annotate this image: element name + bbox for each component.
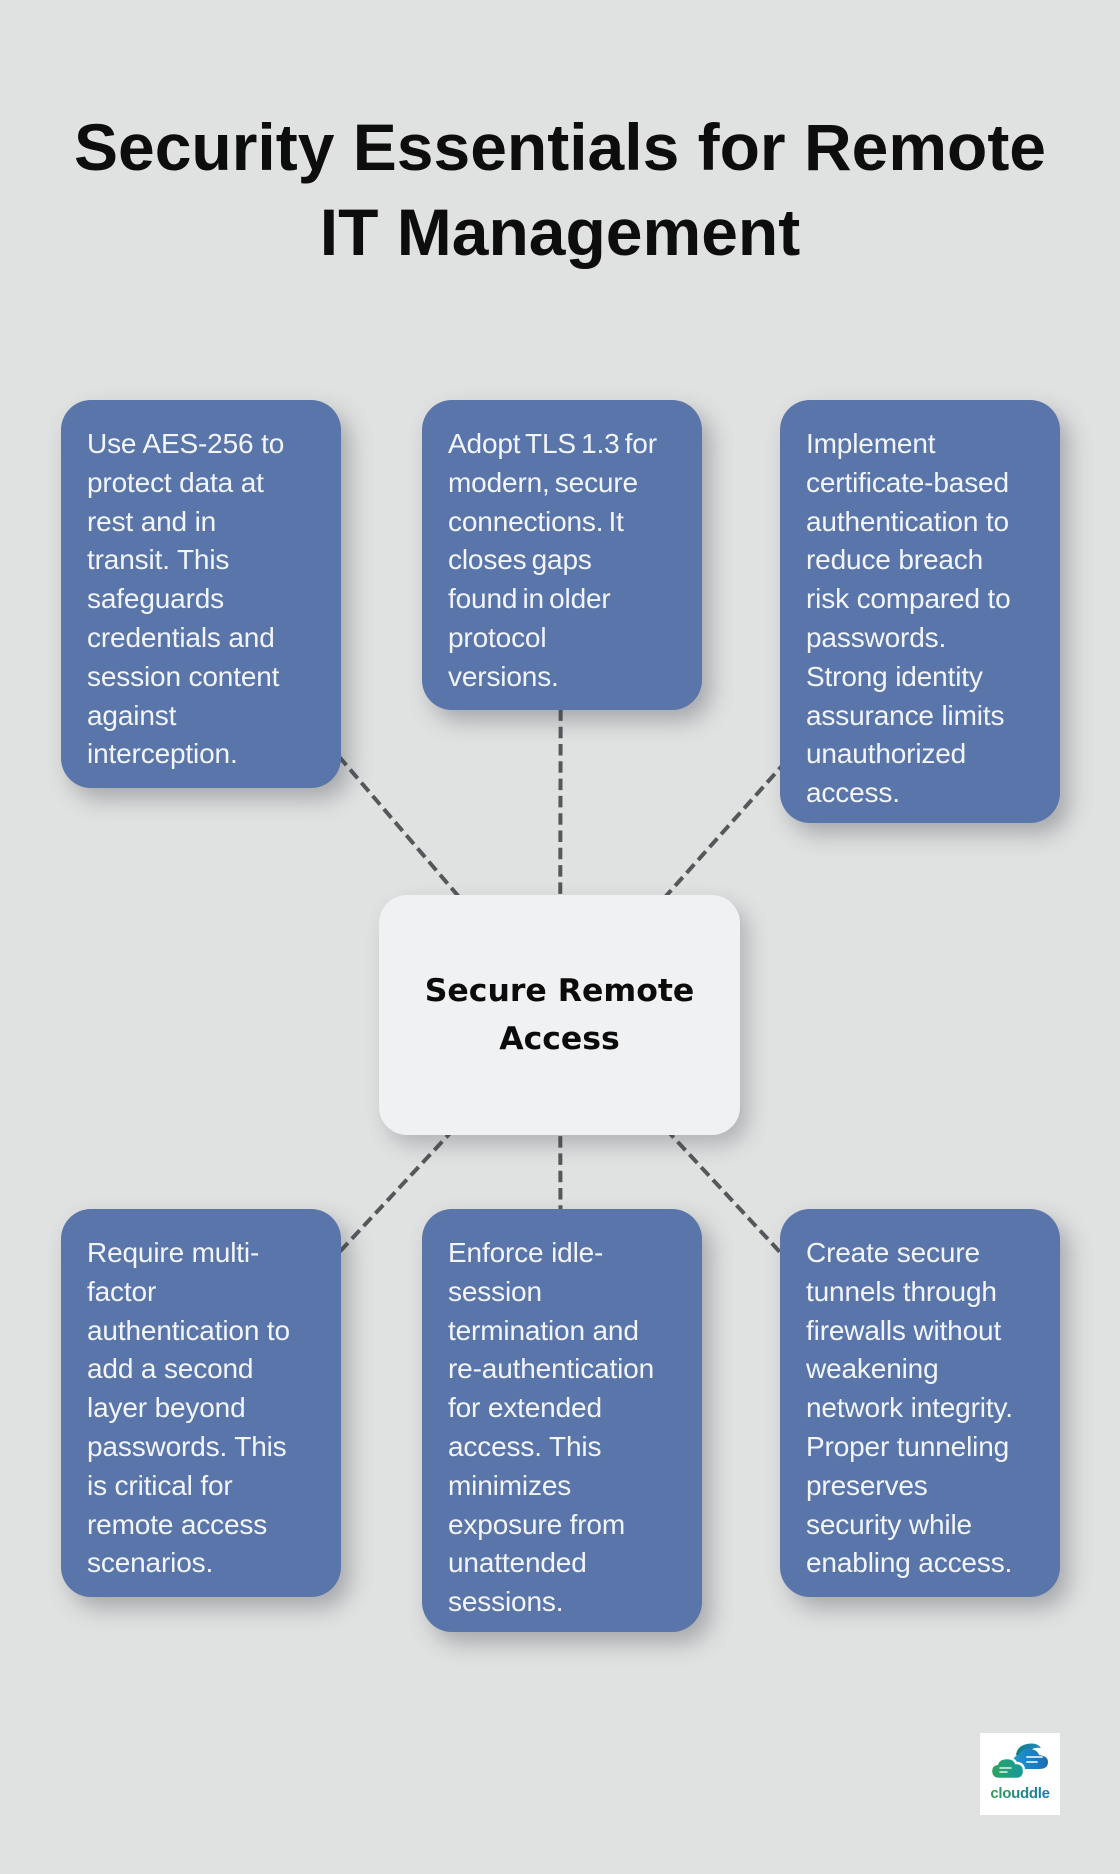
page-title: Security Essentials for Remote IT Manage…: [73, 110, 1047, 269]
cloud-icon: [989, 1743, 1048, 1781]
brand-name: clouddle: [990, 1785, 1050, 1802]
node-tunnels: Create secure tunnels through firewalls …: [780, 1209, 1060, 1597]
node-mfa: Require multi-factor authentication to a…: [61, 1209, 341, 1597]
central-topic: Secure Remote Access: [379, 895, 740, 1135]
brand-logo: clouddle: [980, 1733, 1060, 1815]
node-encryption: Use AES-256 to protect data at rest and …: [61, 400, 341, 788]
node-certificate-auth: Implement certificate-based authenticati…: [780, 400, 1060, 823]
node-idle-session: Enforce idle-session termination and re-…: [422, 1209, 702, 1632]
node-tls: Adopt TLS 1.3 for modern, secure connect…: [422, 400, 702, 710]
